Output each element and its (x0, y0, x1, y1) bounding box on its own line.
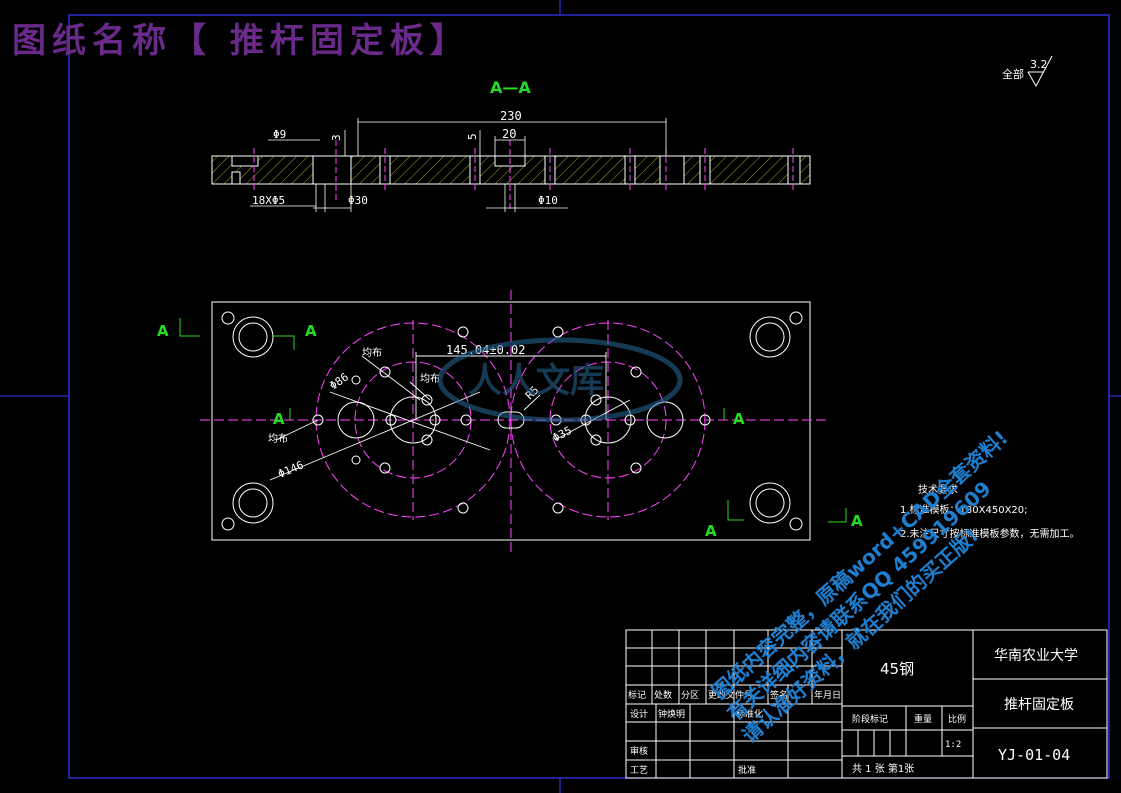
tb-col-count: 处数 (654, 689, 672, 701)
svg-text:A: A (157, 322, 169, 340)
tb-drawing-no: YJ-01-04 (998, 746, 1070, 764)
svg-text:A: A (851, 512, 863, 530)
watermark-logo: 人人文库 (437, 337, 683, 423)
note-even-3: 均布 (268, 433, 288, 445)
title-block-grid (625, 629, 1108, 779)
tb-sheets: 共 1 张 第1张 (852, 762, 914, 775)
svg-text:A: A (705, 522, 717, 540)
dim-hole-10: Φ10 (538, 194, 558, 207)
section-centerlines (253, 140, 794, 210)
tb-part-name: 推杆固定板 (1004, 697, 1074, 713)
tb-standard: 标准化 (736, 708, 763, 720)
dim-depth-5: 5 (466, 133, 479, 140)
tb-material: 45钢 (880, 660, 914, 678)
tb-col-date: 年月日 (814, 689, 841, 701)
plan-centerlines (200, 290, 828, 555)
dim-holes-18x5: 18XΦ5 (252, 194, 285, 207)
section-view-label: A—A (490, 78, 531, 97)
tb-col-sign: 签名 (770, 689, 788, 701)
dim-overall: 230 (500, 109, 522, 123)
tb-school: 华南农业大学 (994, 648, 1078, 664)
tb-approve: 批准 (738, 764, 756, 776)
plan-outline (211, 301, 811, 541)
section-body (211, 155, 811, 185)
tb-stage: 阶段标记 (852, 713, 888, 725)
note-even-1: 均布 (362, 347, 382, 359)
watermark-text: 图纸内容完整，原稿word+CAD全套资料! 有关详细内容请联系QQ 45991… (707, 426, 1012, 748)
tb-col-zone: 分区 (681, 690, 699, 701)
roughness-symbol-icon (1027, 55, 1053, 88)
tb-scale: 1:2 (945, 740, 961, 750)
tech-req-title: 技术要求 (918, 483, 958, 496)
plan-leaders (269, 352, 631, 481)
tb-col-mark: 标记 (628, 689, 646, 701)
note-even-2: 均布 (420, 373, 440, 385)
dim-depth-3: 3 (330, 134, 343, 141)
dim-hole-30: Φ30 (348, 194, 368, 207)
section-arrows (179, 318, 847, 523)
watermark-logo-text: 人人文库 (468, 361, 604, 401)
tb-review: 审核 (630, 745, 648, 757)
svg-text:A: A (273, 410, 285, 428)
svg-text:图纸内容完整，原稿word+CAD全套资料!: 图纸内容完整，原稿word+CAD全套资料! (707, 426, 1012, 704)
dim-dia-86: Φ86 (327, 370, 351, 392)
drawing-title: 图纸名称【 推杆固定板】 (12, 21, 470, 61)
section-markers: A A A A A A (157, 322, 863, 540)
roughness-label: 全部 (1002, 67, 1024, 81)
roughness-value: 3.2 (1030, 58, 1048, 71)
tech-req-line2: 2.未注尺寸按标准模板参数，无需加工。 (900, 527, 1080, 540)
tb-design: 设计 (630, 708, 648, 720)
tb-weight: 重量 (914, 713, 932, 725)
dim-dia-146: Φ146 (276, 458, 305, 480)
dim-hole-9: Φ9 (273, 128, 286, 141)
dim-dia-35: Φ35 (550, 424, 574, 445)
tech-req-line1: 1.标准模板：180X450X20; (900, 503, 1028, 516)
tb-process: 工艺 (630, 765, 648, 776)
section-dimensions (250, 118, 667, 212)
svg-text:A: A (305, 322, 317, 340)
dim-slot-width: 20 (502, 127, 516, 141)
tb-designer: 钟焕明 (658, 708, 685, 720)
svg-text:A: A (733, 410, 745, 428)
tb-ratio: 比例 (948, 713, 966, 725)
tb-col-change: 更改文件号 (708, 689, 753, 701)
